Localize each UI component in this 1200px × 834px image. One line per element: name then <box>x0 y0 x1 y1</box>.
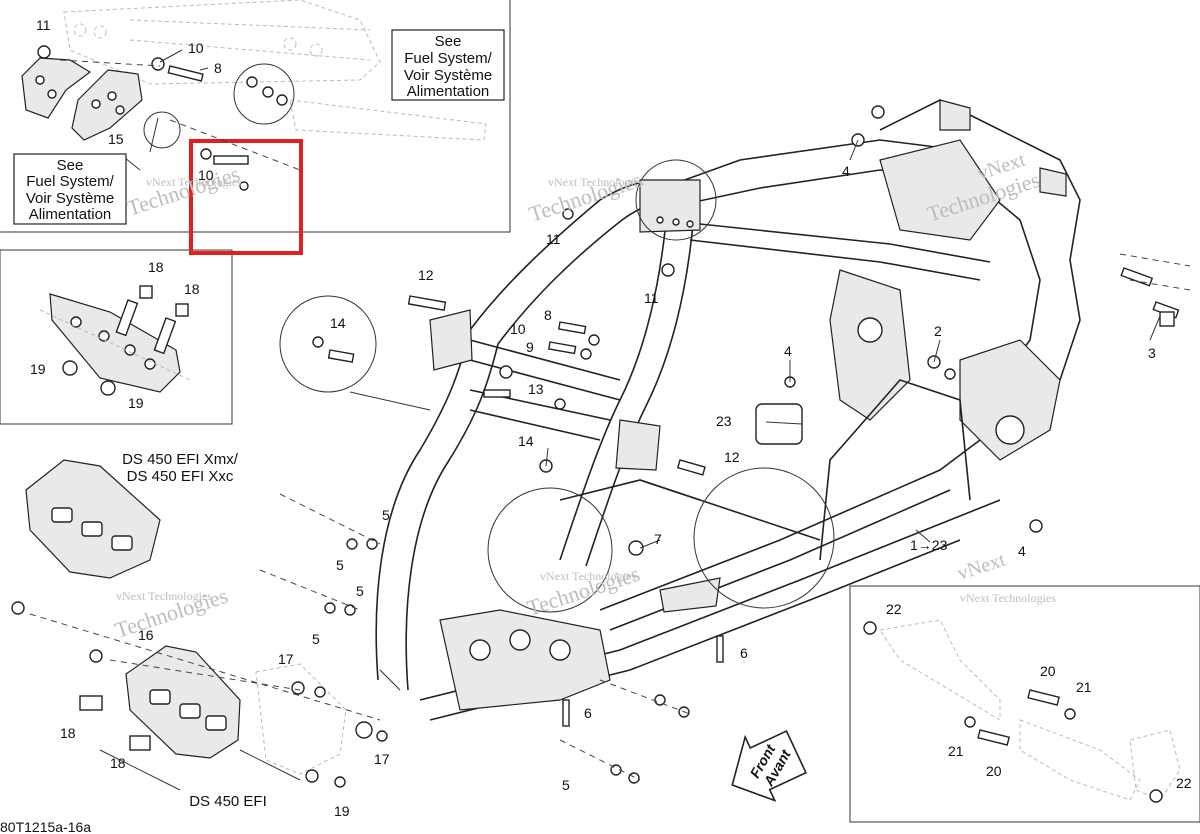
callout-20-b: 20 <box>986 763 1002 779</box>
callout-18-d: 18 <box>110 755 126 771</box>
inset-top-left-drawing <box>21 0 487 191</box>
note-fuel-left: See Fuel System/ Voir Système Alimentati… <box>13 153 127 225</box>
note-fuel-left-line4: Alimentation <box>29 206 112 223</box>
callout-20-a: 20 <box>1040 663 1056 679</box>
inset-bottom-right-drawing <box>863 619 1181 803</box>
watermark-2a: vNext Technologies <box>548 175 644 189</box>
note-fuel-top-line3: Voir Système <box>404 67 492 84</box>
model-xxc: DS 450 EFI Xxc <box>127 468 234 485</box>
callout-12-b: 12 <box>724 449 740 465</box>
note-fuel-top-line4: Alimentation <box>407 83 490 100</box>
note-fuel-top-line2: Fuel System/ <box>404 50 492 67</box>
callout-5-c: 5 <box>356 583 364 599</box>
leader-lines <box>119 49 1161 781</box>
callout-5-a: 5 <box>382 507 390 523</box>
callout-4-a: 4 <box>842 163 850 179</box>
callout-11-a: 11 <box>36 17 51 33</box>
callout-12-a: 12 <box>418 267 434 283</box>
callout-22-a: 22 <box>886 601 902 617</box>
callout-15: 15 <box>108 131 124 147</box>
model-xmx: DS 450 EFI Xmx/ <box>122 451 239 468</box>
note-fuel-left-line3: Voir Système <box>26 190 114 207</box>
callout-8-b: 8 <box>544 307 552 323</box>
callout-4-c: 4 <box>1018 543 1026 559</box>
watermark-6a: vNext <box>955 549 1009 585</box>
callout-4-b: 4 <box>784 343 792 359</box>
callout-2: 2 <box>934 323 942 339</box>
watermark-6b: vNext Technologies <box>960 591 1056 605</box>
front-arrow-icon: Front Avant <box>731 729 807 802</box>
callout-22-b: 22 <box>1176 775 1192 791</box>
callout-11-b: 11 <box>546 231 561 247</box>
callout-10-a: 10 <box>188 40 204 56</box>
callout-5-e: 5 <box>562 777 570 793</box>
inset-left-drawing <box>39 285 191 396</box>
note-fuel-top: See Fuel System/ Voir Système Alimentati… <box>391 29 505 101</box>
callout-14-b: 14 <box>518 433 534 449</box>
model-efi: DS 450 EFI <box>189 793 267 810</box>
watermark-4a: vNext Technologies <box>116 589 212 603</box>
callout-17-a: 17 <box>278 651 294 667</box>
callout-19-b: 19 <box>128 395 144 411</box>
callout-18-a: 18 <box>148 259 164 275</box>
callout-5-b: 5 <box>336 557 344 573</box>
inset-top-left <box>0 0 511 233</box>
callout-11-c: 11 <box>644 290 659 306</box>
callout-21-b: 21 <box>948 743 964 759</box>
callout-13: 13 <box>528 381 544 397</box>
callout-10-b: 10 <box>198 167 214 183</box>
callout-1-to-23: 1→23 <box>910 537 948 553</box>
callout-23: 23 <box>716 413 732 429</box>
detail-circles <box>279 159 835 613</box>
callout-21-a: 21 <box>1076 679 1092 695</box>
inset-bottom-right <box>849 585 1200 823</box>
callout-3: 3 <box>1148 345 1156 361</box>
note-fuel-left-line1: See <box>57 157 84 174</box>
callout-9: 9 <box>526 339 534 355</box>
figure-code: 80T1215a-16a <box>0 819 91 834</box>
watermark-5a: vNext Technologies <box>540 569 636 583</box>
callout-7: 7 <box>654 531 662 547</box>
callout-18-b: 18 <box>184 281 200 297</box>
callout-6-a: 6 <box>740 645 748 661</box>
main-frame <box>375 99 1081 721</box>
callout-6-b: 6 <box>584 705 592 721</box>
inset-left-middle <box>0 249 233 425</box>
callout-5-d: 5 <box>312 631 320 647</box>
callout-numbers: 11 10 8 15 10 18 18 19 19 4 11 11 12 14 … <box>30 17 1192 819</box>
callout-19-a: 19 <box>30 361 46 377</box>
skid-plates <box>11 459 388 791</box>
callout-8-a: 8 <box>214 60 222 76</box>
highlight-box <box>189 139 303 255</box>
fasteners <box>259 105 1191 784</box>
watermark-1a: vNext Technologies <box>146 175 242 189</box>
note-fuel-left-line2: Fuel System/ <box>26 173 114 190</box>
callout-14-a: 14 <box>330 315 346 331</box>
callout-17-b: 17 <box>374 751 390 767</box>
note-fuel-top-line1: See <box>435 33 462 50</box>
callout-16: 16 <box>138 627 154 643</box>
callout-10-c: 10 <box>510 321 526 337</box>
watermark-1b: Technologies <box>124 161 243 221</box>
callout-18-c: 18 <box>60 725 76 741</box>
callout-19-c: 19 <box>334 803 350 819</box>
